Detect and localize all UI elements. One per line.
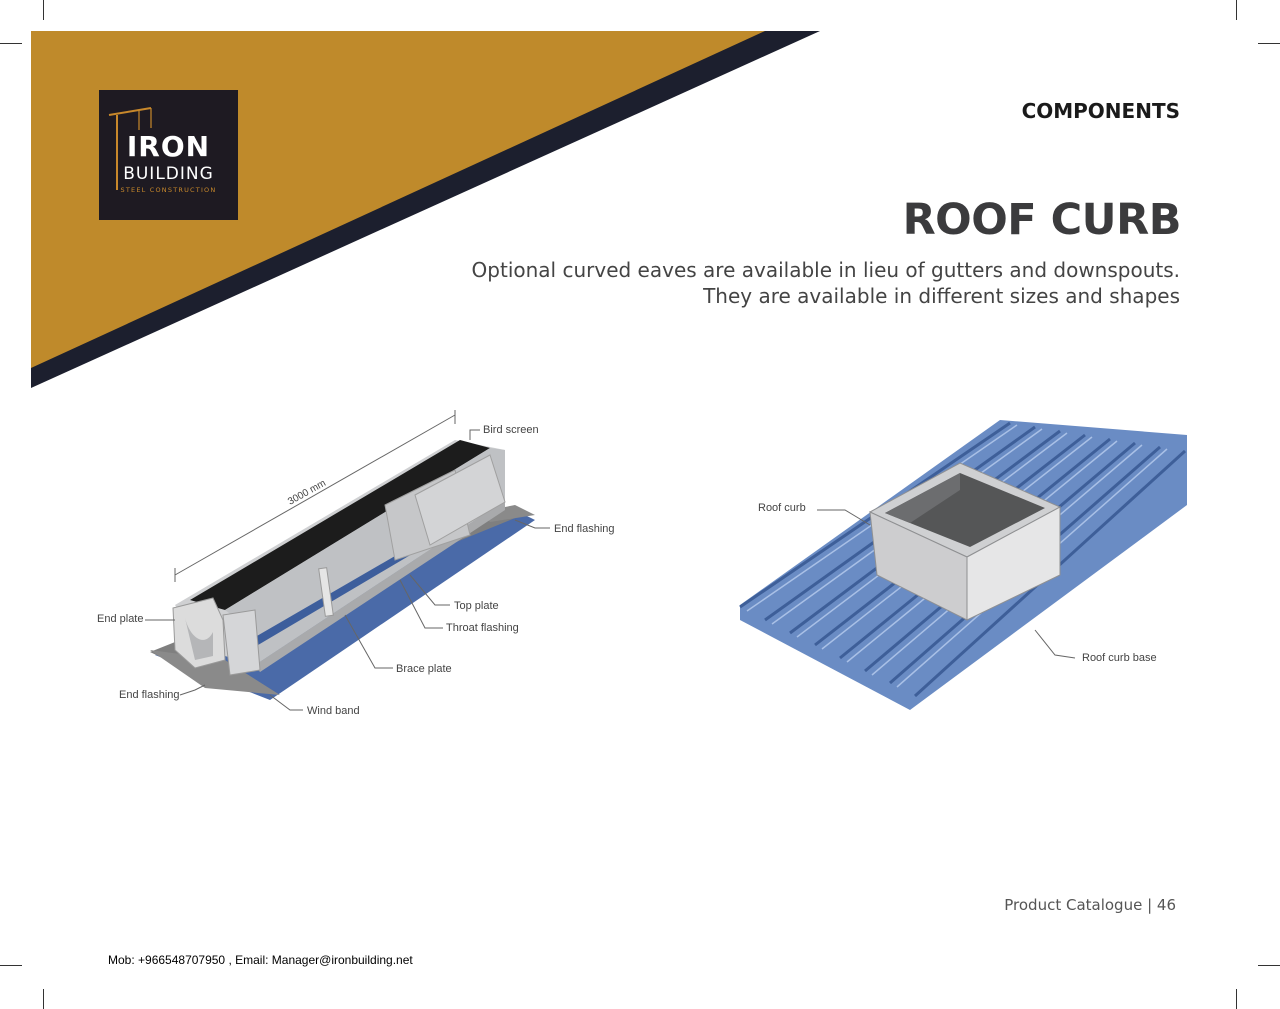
label-throat-flashing: Throat flashing [446, 622, 519, 634]
label-top-plate: Top plate [454, 600, 499, 612]
crop-mark [0, 43, 22, 44]
crop-mark [1236, 0, 1237, 20]
company-logo: IRON BUILDING STEEL CONSTRUCTION [99, 90, 238, 220]
crop-mark [43, 0, 44, 20]
label-end-plate: End plate [97, 613, 144, 625]
logo-tagline: STEEL CONSTRUCTION [120, 186, 217, 194]
ventilator-diagram: 3000 mm Bird screen End flashing End pla… [95, 410, 625, 720]
ventilator-illustration: 3000 mm [145, 410, 550, 711]
logo-word-iron: IRON [126, 130, 211, 163]
roof-curb-diagram: Roof curb Roof curb base [735, 415, 1190, 715]
crop-mark [1236, 989, 1237, 1009]
contact-info: Mob: +966548707950 , Email: Manager@iron… [108, 953, 413, 967]
crane-icon [108, 107, 152, 190]
description-line: Optional curved eaves are available in l… [471, 258, 1180, 282]
label-wind-band: Wind band [307, 705, 360, 717]
label-brace-plate: Brace plate [396, 663, 452, 675]
roof-curb-illustration [739, 420, 1187, 710]
page-number: Product Catalogue | 46 [1004, 896, 1176, 914]
crop-mark [1258, 43, 1280, 44]
dimension-label: 3000 mm [286, 478, 328, 508]
label-end-flashing-right: End flashing [554, 523, 615, 535]
section-label: COMPONENTS [1021, 99, 1180, 123]
crop-mark [43, 989, 44, 1009]
crop-mark [0, 965, 22, 966]
label-roof-curb: Roof curb [758, 502, 806, 514]
crop-mark [1258, 965, 1280, 966]
label-bird-screen: Bird screen [483, 424, 539, 436]
label-roof-curb-base: Roof curb base [1082, 652, 1157, 664]
logo-word-building: BUILDING [123, 164, 214, 184]
label-end-flashing-left: End flashing [119, 689, 180, 701]
description-line: They are available in different sizes an… [703, 284, 1180, 308]
page-title: ROOF CURB [902, 195, 1182, 245]
